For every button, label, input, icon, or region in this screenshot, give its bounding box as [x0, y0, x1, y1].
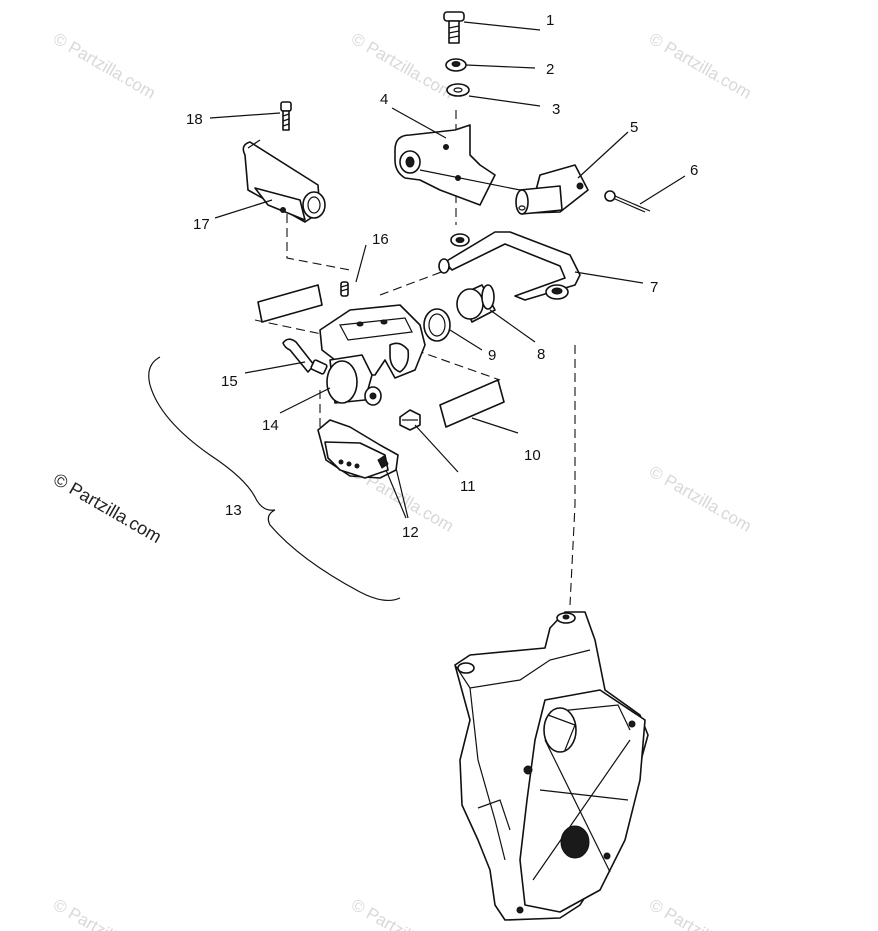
chaincase-housing [454, 611, 649, 921]
part-7-lever [438, 231, 581, 301]
part-10-brake-shim [439, 379, 505, 428]
watermark: © Partzilla.com [348, 29, 457, 103]
part-5-pivot-pin [515, 164, 589, 215]
callout-13: 13 [225, 502, 242, 519]
callout-15: 15 [221, 373, 238, 390]
callout-18: 18 [186, 111, 203, 128]
callout-10: 10 [524, 447, 541, 464]
part-2-lock-washer [445, 58, 467, 72]
callout-12: 12 [402, 524, 419, 541]
callout-7: 7 [650, 279, 658, 296]
brake-shim-upper [257, 284, 323, 323]
part-18-screw [280, 101, 292, 131]
callout-4: 4 [380, 91, 388, 108]
watermark: © Partzilla.com [50, 895, 159, 931]
callout-labels: 1 2 3 4 5 6 7 8 9 10 11 12 13 14 15 16 1… [186, 12, 698, 541]
part-14-piston-housing [326, 354, 382, 406]
callout-16: 16 [372, 231, 389, 248]
callout-2: 2 [546, 61, 554, 78]
callout-8: 8 [537, 346, 545, 363]
callout-6: 6 [690, 162, 698, 179]
callout-9: 9 [488, 347, 496, 364]
part-15-brake-line [282, 338, 328, 375]
part-1-bolt [443, 11, 465, 44]
part-17-master-cylinder [242, 139, 326, 223]
group-13-bracket [148, 356, 401, 602]
part-16-screw [340, 281, 349, 297]
callout-14: 14 [262, 417, 279, 434]
callout-3: 3 [552, 101, 560, 118]
callout-11: 11 [460, 478, 476, 495]
watermark: © Partzilla.com [646, 895, 755, 931]
part-3-washer [446, 83, 470, 97]
part-6-cotter-pin [604, 190, 651, 213]
callout-1: 1 [546, 12, 554, 29]
callout-5: 5 [630, 119, 638, 136]
part-12-brake-pads [317, 419, 399, 479]
part-9-o-ring [423, 308, 451, 342]
watermark: © Partzilla.com [50, 29, 159, 103]
watermark: © Partzilla.com [646, 29, 755, 103]
copyright-text: © Partzilla.com [50, 469, 165, 547]
watermark: © Partzilla.com [348, 895, 457, 931]
part-4-bracket [394, 124, 521, 206]
watermark: © Partzilla.com [646, 462, 755, 536]
part-8-bushing [456, 284, 496, 323]
callout-17: 17 [193, 216, 210, 233]
leader-lines [209, 21, 686, 519]
